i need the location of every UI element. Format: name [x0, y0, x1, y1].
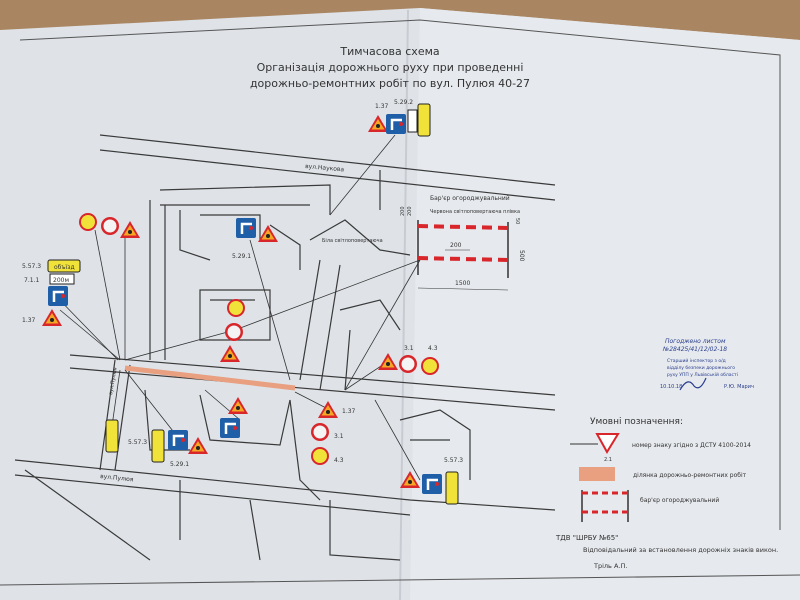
yield-sign-icon: [595, 433, 620, 454]
stamp-line5: руху УПП у Львівській області: [667, 371, 738, 378]
no-overtaking-sign-icon: [79, 213, 97, 231]
footer-company: ТДВ "ШРБУ №65": [555, 534, 618, 542]
stamp-line2: №28425/41/12/02-18: [662, 346, 727, 353]
sign-label: 5.29.2: [394, 99, 413, 106]
street-naukova-label: вул.Наукова: [305, 163, 345, 173]
detour-sign-icon: [47, 259, 81, 273]
dead-end-sign-icon: [46, 284, 70, 308]
street-left-label: вул.Пулюя: [108, 367, 119, 395]
sign-label: 3.1: [334, 433, 344, 440]
no-traffic-sign-icon: [311, 423, 329, 441]
stamp-name: Р.Ю. Марич: [724, 384, 754, 390]
dim-height: 500: [518, 250, 525, 262]
sign-group-bottom-left: 5.57.3 5.29.1: [105, 419, 208, 468]
footer-responsible: Відповідальний за встановлення дорожніх …: [583, 546, 778, 554]
sign-label: 7.1.1: [24, 277, 39, 284]
sign-group-mid-top: 5.29.1: [232, 216, 278, 260]
barrier-detail: Бар'єр огороджувальний Червона світлопов…: [322, 195, 525, 291]
distance-plate: [49, 273, 75, 285]
distance-text: 200м: [53, 277, 69, 284]
title-line1: Тимчасова схема: [339, 45, 439, 58]
detour-sign-icon: [151, 429, 165, 463]
title-line2: Організація дорожнього руху при проведен…: [257, 61, 524, 74]
sign-label: 5.29.1: [170, 461, 189, 468]
dead-end-sign-icon: [218, 416, 242, 440]
legend-sign-number: номер знаку згідно з ДСТУ 4100-2014: [632, 442, 751, 449]
legend-sign-example: 2.1: [604, 457, 612, 463]
barrier-white-label: Біла світлоповертаюча: [322, 238, 383, 244]
stamp-line1: Погоджено листом: [665, 338, 726, 345]
no-overtaking-sign-icon: [311, 447, 329, 465]
dim-width: 1500: [455, 280, 470, 287]
legend-title: Умовні позначення:: [590, 417, 683, 427]
paper-fold: [399, 9, 409, 600]
no-traffic-sign-icon: [399, 355, 417, 373]
road-network: [14, 134, 556, 561]
work-zone-swatch: [579, 467, 615, 481]
title-line3: дорожньо-ремонтних робіт по вул. Пулюя 4…: [250, 77, 530, 90]
frame-border: [19, 19, 781, 530]
footer-person: Тріль А.П.: [593, 562, 627, 570]
barrier-swatch-icon: [581, 490, 629, 522]
dead-end-sign-icon: [166, 428, 190, 452]
sign-label: 5.29.1: [232, 253, 251, 260]
dead-end-sign-icon: [384, 112, 408, 136]
work-zone-segment: [124, 365, 296, 391]
sign-label: 1.37: [22, 317, 36, 324]
distance-plate: [407, 109, 418, 133]
sign-label: 5.57.3: [444, 457, 463, 464]
no-overtaking-sign-icon: [227, 299, 245, 317]
no-overtaking-sign-icon: [421, 357, 439, 375]
detour-sign-icon: [417, 103, 431, 137]
approval-stamp: Погоджено листом №28425/41/12/02-18 Стар…: [660, 338, 754, 391]
sign-group-right: 3.1 4.3: [378, 345, 439, 375]
sign-label: 1.37: [342, 408, 356, 415]
no-traffic-sign-icon: [225, 323, 243, 341]
sign-group-bottom-center: 1.37 3.1 4.3: [218, 397, 356, 465]
dead-end-sign-icon: [234, 216, 258, 240]
barrier-red-label: Червона світлоповертаюча плівка: [430, 209, 520, 215]
signature-mark: [679, 377, 707, 391]
dim-top: 50: [514, 218, 520, 224]
dim-side2: 200: [407, 206, 413, 216]
sign-group-top: 1.37 5.29.2: [368, 99, 431, 137]
legend: Умовні позначення: 2.1 номер знаку згідн…: [570, 417, 751, 522]
sign-label: 4.3: [334, 457, 344, 464]
stamp-line4: відділу безпеки дорожнього: [667, 365, 735, 371]
sign-label: 3.1: [404, 345, 414, 352]
detour-text: объїзд: [54, 264, 75, 271]
dim-segment: 200: [450, 242, 462, 249]
barrier-title: Бар'єр огороджувальний: [430, 195, 510, 202]
street-bottom-label: вул.Пулюя: [100, 473, 134, 483]
stamp-line3: Старший інспектор з о/д: [667, 357, 726, 364]
sign-label: 4.3: [428, 345, 438, 352]
detour-sign-icon: [105, 419, 119, 453]
dead-end-sign-icon: [420, 472, 444, 496]
sign-label: 5.57.3: [22, 263, 41, 270]
sign-label: 5.57.3: [128, 439, 147, 446]
sign-label: 1.37: [375, 103, 389, 110]
legend-barrier: бар'єр огороджувальний: [640, 497, 719, 504]
frame-bottom: [0, 574, 800, 586]
sign-group-far-left: объїзд 200м 5.57.3 7.1.1 1.37: [22, 259, 81, 326]
stamp-date: 10.10.18: [660, 384, 682, 390]
no-traffic-sign-icon: [101, 217, 119, 235]
detour-sign-icon: [445, 471, 459, 505]
sign-group-bottom-right: 5.57.3: [400, 457, 463, 505]
dim-side1: 200: [400, 206, 406, 216]
legend-work-zone: ділянка дорожньо-ремонтних робіт: [633, 472, 747, 479]
paper-right-half: [410, 8, 800, 600]
